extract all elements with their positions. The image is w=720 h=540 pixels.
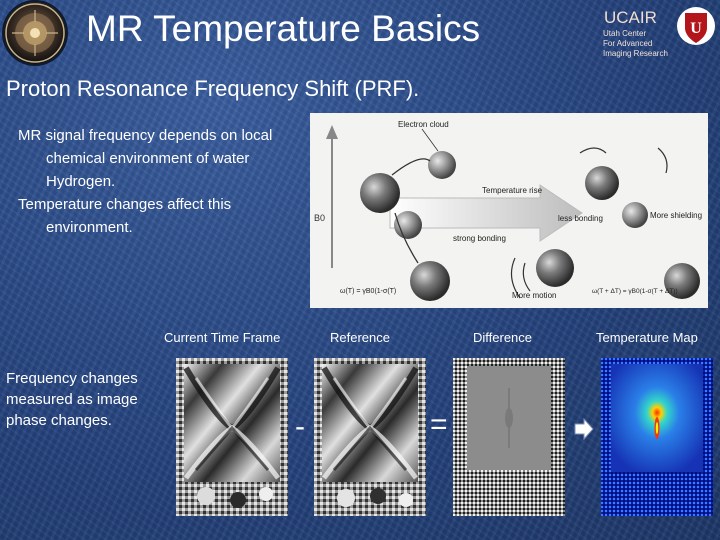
reference-image — [314, 358, 426, 516]
section-heading: Proton Resonance Frequency Shift (PRF). — [6, 76, 420, 101]
temperature-map-image — [601, 358, 713, 516]
difference-image — [453, 358, 565, 516]
strong-bonding-label: strong bonding — [453, 234, 506, 243]
less-bonding-label: less bonding — [558, 214, 603, 223]
org-subtitle-line: Imaging Research — [603, 49, 668, 58]
formula-left: ω(T) = γB0(1-σ(T) — [340, 288, 396, 295]
org-subtitle: Utah Center For Advanced Imaging Researc… — [603, 29, 683, 59]
equals-sign: = — [430, 408, 448, 441]
more-shielding-label: More shielding — [650, 211, 702, 220]
formula-right: ω(T + ΔT) = γB0(1-σ(T + ΔT)) — [592, 288, 678, 295]
left-logo-icon — [4, 2, 66, 64]
body-paragraph: MR signal frequency depends on local che… — [18, 127, 273, 190]
b0-label: B0 — [314, 213, 325, 223]
difference-label: Difference — [473, 330, 533, 345]
current-time-frame-image — [176, 358, 288, 516]
body-paragraph: Temperature changes affect this environm… — [18, 196, 232, 236]
body-text: MR signal frequency depends on local che… — [18, 124, 308, 239]
temperature-rise-label: Temperature rise — [482, 186, 543, 195]
current-time-frame-label: Current Time Frame — [164, 330, 281, 345]
more-motion-label: More motion — [512, 291, 556, 300]
svg-text:U: U — [690, 20, 702, 37]
image-caption: Frequency changes measured as image phas… — [6, 370, 138, 429]
right-arrow-icon — [574, 417, 594, 441]
temperature-map-label: Temperature Map — [596, 330, 698, 345]
electron-cloud-label: Electron cloud — [398, 120, 449, 129]
org-subtitle-line: For Advanced — [603, 39, 653, 48]
prf-diagram: B0 Electron cloud strong bonding Tempera… — [310, 113, 708, 308]
university-shield-icon: U — [676, 4, 716, 48]
org-name: UCAIR — [604, 8, 657, 27]
reference-label: Reference — [330, 330, 390, 345]
minus-sign: - — [295, 410, 305, 443]
org-subtitle-line: Utah Center — [603, 29, 647, 38]
page-title: MR Temperature Basics — [86, 8, 481, 49]
